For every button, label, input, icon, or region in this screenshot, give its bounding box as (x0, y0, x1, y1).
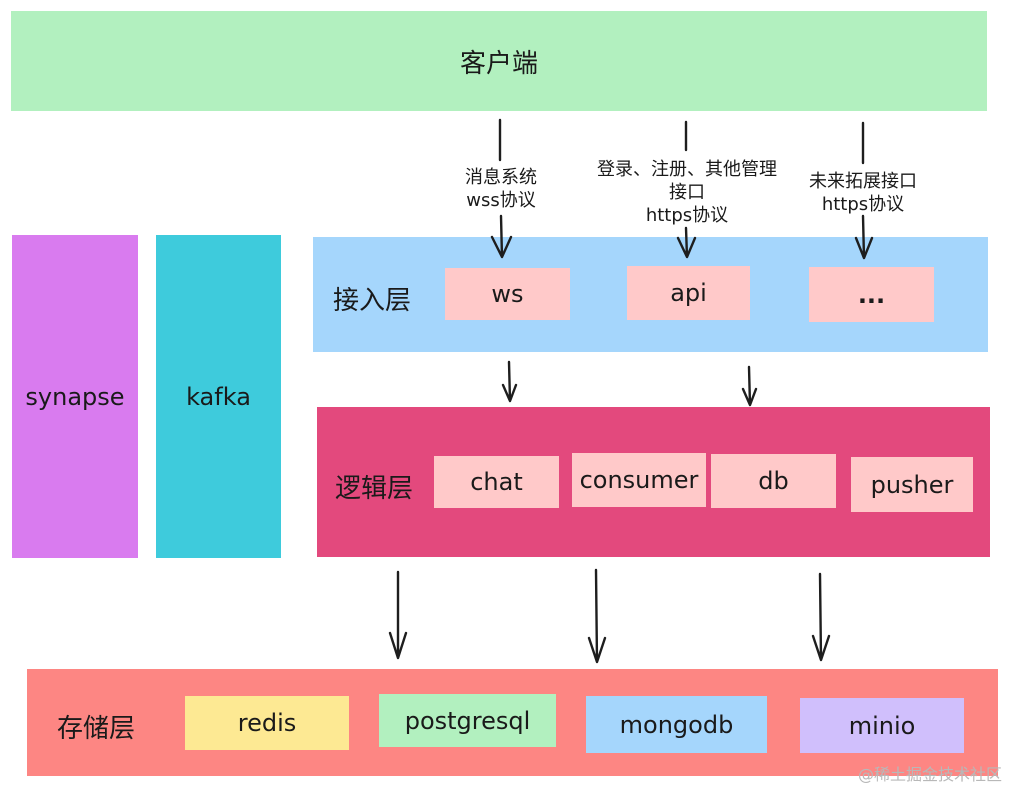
access-layer-label: 接入层 (333, 286, 412, 316)
kafka-label: kafka (186, 382, 251, 411)
db-label: db (758, 467, 789, 495)
access-chip-more: ... (809, 267, 934, 322)
logic-chip-consumer: consumer (572, 453, 706, 507)
access-chip-api: api (627, 266, 750, 320)
arrow-access-logic-1 (501, 360, 518, 403)
more-label: ... (857, 280, 886, 309)
arrow-logic-storage-1 (388, 570, 408, 660)
note-more-line1: 未来拓展接口 (809, 171, 917, 192)
pusher-label: pusher (870, 470, 954, 499)
api-label: api (670, 279, 707, 307)
note-ws: 消息系统 wss协议 (465, 166, 537, 212)
arrow-access-logic-2 (741, 365, 758, 407)
note-api-line1: 登录、注册、其他管理 (597, 159, 777, 180)
watermark: @稀土掘金技术社区 (857, 765, 1002, 784)
arrow-client-ws (490, 214, 513, 259)
arrow-logic-storage-2 (587, 568, 607, 664)
note-more-line2: https协议 (821, 194, 905, 215)
note-api: 登录、注册、其他管理 接口 https协议 (597, 158, 777, 227)
access-chip-ws: ws (445, 268, 570, 320)
minio-label: minio (848, 711, 916, 740)
note-more: 未来拓展接口 https协议 (809, 170, 917, 216)
note-api-line2: 接口 (669, 182, 705, 203)
note-api-line3: https协议 (645, 205, 729, 226)
logic-chip-db: db (711, 454, 836, 508)
mongodb-label: mongodb (619, 710, 734, 739)
consumer-label: consumer (579, 466, 699, 494)
storage-chip-redis: redis (185, 696, 349, 750)
synapse-box: synapse (12, 235, 138, 558)
arrow-client-api (676, 226, 697, 259)
redis-label: redis (237, 709, 297, 737)
logic-chip-chat: chat (434, 456, 559, 508)
storage-layer-label: 存储层 (57, 714, 136, 744)
note-ws-line1: 消息系统 (465, 167, 537, 188)
client-label: 客户端 (459, 48, 538, 79)
postgresql-label: postgresql (404, 706, 531, 735)
storage-chip-minio: minio (800, 698, 964, 753)
arrow-logic-storage-3 (811, 572, 831, 662)
storage-chip-mongodb: mongodb (586, 696, 767, 753)
note-ws-line2: wss协议 (466, 190, 536, 211)
client-layer: 客户端 (11, 11, 987, 111)
storage-chip-postgresql: postgresql (379, 694, 556, 747)
synapse-label: synapse (25, 382, 125, 411)
logic-layer-label: 逻辑层 (335, 474, 414, 504)
kafka-box: kafka (156, 235, 281, 558)
logic-chip-pusher: pusher (851, 457, 973, 512)
chat-label: chat (470, 468, 523, 496)
ws-label: ws (491, 280, 524, 308)
arrow-client-more (854, 214, 874, 260)
